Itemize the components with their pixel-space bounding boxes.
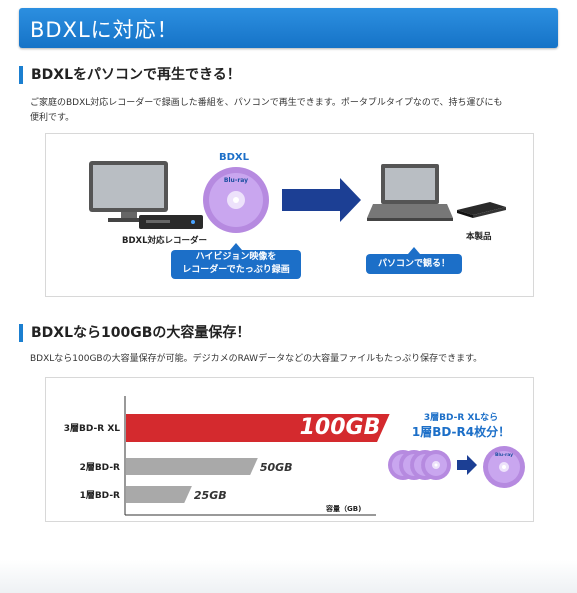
banner-title: BDXLに対応！ xyxy=(30,18,179,42)
product-label: 本製品 xyxy=(466,232,492,242)
blue-right-arrow-icon xyxy=(457,455,477,475)
playback-diagram: Blu-ray BDXL BDXL対応レコーダー 本製品 ハ xyxy=(45,133,534,297)
svg-text:Blu-ray: Blu-ray xyxy=(495,452,513,458)
capacity-callout-line2: 1層BD-R4枚分！ xyxy=(411,425,511,439)
capacity-bar xyxy=(126,414,390,442)
section2-heading: BDXLなら100GBの大容量保存！ xyxy=(19,324,250,342)
capacity-row-label: 2層BD-R xyxy=(79,462,120,473)
capacity-chart-svg: Blu-ray xyxy=(124,396,525,516)
watch-on-pc-callout: パソコンで観る！ xyxy=(366,247,462,274)
capacity-row-label: 3層BD-R XL xyxy=(63,424,120,434)
capacity-bar xyxy=(126,486,192,503)
bdxl-disc-icon: Blu-ray xyxy=(203,167,269,233)
capacity-value-label: 25GB xyxy=(193,489,227,502)
capacity-value-label: 50GB xyxy=(259,461,293,474)
capacity-chart: Blu-ray 3層BD-R XL 2層BD-R 1層BD-R 100GB 50GB 2… xyxy=(45,377,534,522)
bdxl-disc-icon-chart: Blu-ray xyxy=(483,446,525,488)
portable-drive-icon xyxy=(457,202,506,218)
capacity-callout-line1: 3層BD-R XLなら xyxy=(423,413,499,423)
capacity-value-label: 100GB xyxy=(299,415,381,440)
bdxl-disc-label: BDXL xyxy=(219,152,250,163)
section2-body: BDXLなら100GBの大容量保存が可能。デジカメのRAWデータなどの大容量ファ… xyxy=(30,354,483,364)
tv-icon xyxy=(89,161,168,222)
chart-x-axis-label: 容量（GB) xyxy=(326,505,362,513)
recording-callout-line1: ハイビジョン映像を xyxy=(195,252,277,262)
capacity-row-label: 1層BD-R xyxy=(79,490,120,501)
laptop-icon xyxy=(367,164,453,221)
bd-disc-shape xyxy=(434,463,438,467)
recording-callout-line2: レコーダーでたっぷり録画 xyxy=(182,265,290,275)
section1-body-line1: ご家庭のBDXL対応レコーダーで録画した番組を、パソコンで再生できます。ポータブ… xyxy=(30,98,503,108)
capacity-bar xyxy=(126,458,258,475)
section1-body-line2: 便利です。 xyxy=(30,113,75,123)
capacity-callout: 3層BD-R XLなら 1層BD-R4枚分！ xyxy=(401,410,521,440)
right-arrow-icon xyxy=(282,178,361,222)
banner: BDXLに対応！ xyxy=(19,8,558,48)
recorder-icon xyxy=(139,215,203,229)
section1-body: ご家庭のBDXL対応レコーダーで録画した番組を、パソコンで再生できます。ポータブ… xyxy=(30,96,503,126)
recorder-label: BDXL対応レコーダー xyxy=(122,236,208,246)
svg-text:Blu-ray: Blu-ray xyxy=(224,177,248,184)
section1-heading: BDXLをパソコンで再生できる！ xyxy=(19,66,241,84)
stacked-bd-discs-icon xyxy=(388,450,451,480)
recording-callout: ハイビジョン映像を レコーダーでたっぷり録画 xyxy=(171,243,301,279)
playback-diagram-art: Blu-ray xyxy=(89,161,506,233)
